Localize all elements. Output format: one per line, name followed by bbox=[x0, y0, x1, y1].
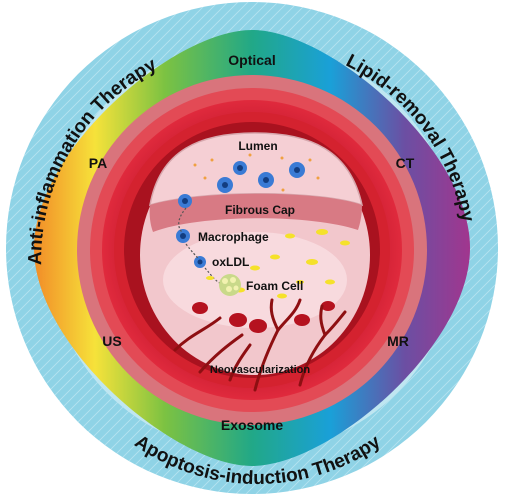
label-lumen: Lumen bbox=[238, 139, 277, 153]
oxldl-particles bbox=[206, 229, 350, 299]
modality-exosome: Exosome bbox=[221, 417, 283, 433]
modality-pa: PA bbox=[89, 155, 107, 171]
fibrous-cap bbox=[149, 193, 362, 232]
red-blood-cells bbox=[192, 301, 335, 333]
macrophage-cells bbox=[176, 229, 206, 268]
modality-us: US bbox=[102, 333, 121, 349]
label-fibrous-cap: Fibrous Cap bbox=[225, 203, 295, 217]
label-oxldl: oxLDL bbox=[212, 255, 249, 269]
necrotic-core bbox=[163, 232, 347, 328]
modality-mr: MR bbox=[387, 333, 409, 349]
label-macrophage: Macrophage bbox=[198, 230, 269, 244]
modality-ct: CT bbox=[396, 155, 415, 171]
modality-optical: Optical bbox=[228, 52, 275, 68]
migration-arrow-1 bbox=[178, 207, 187, 233]
neovascularization-vessels bbox=[173, 298, 347, 392]
foam-cell bbox=[219, 274, 241, 296]
migration-arrow-2 bbox=[185, 243, 199, 259]
monocyte-cells bbox=[178, 161, 305, 208]
label-neovascularization: Neovascularization bbox=[210, 364, 311, 376]
lipoprotein-dots bbox=[193, 153, 320, 192]
label-foam-cell: Foam Cell bbox=[246, 279, 303, 293]
